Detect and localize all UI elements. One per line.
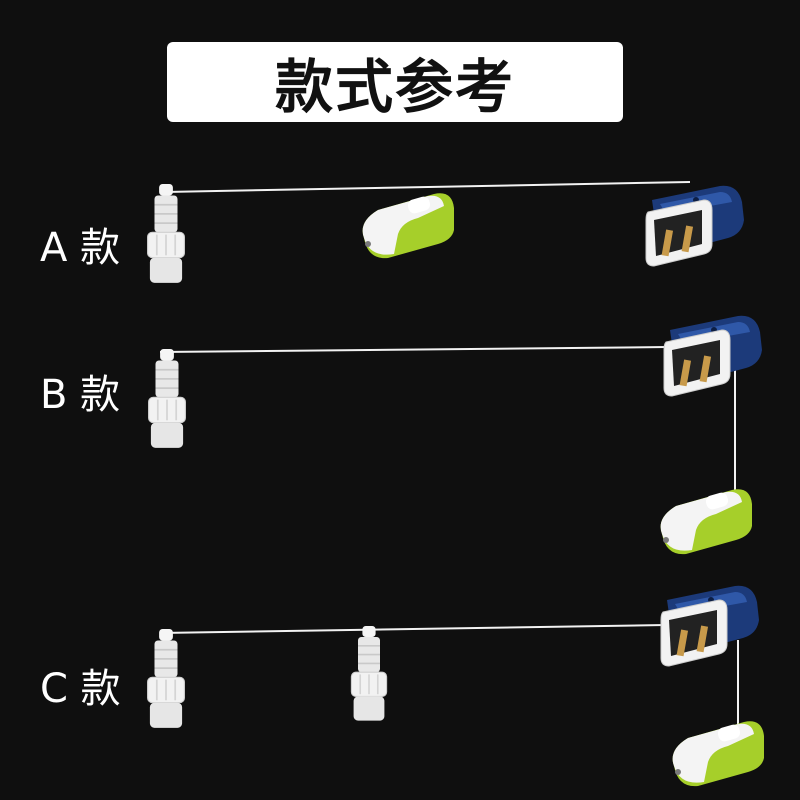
lamp-holder-icon <box>147 348 187 449</box>
lamp-holder-icon <box>350 625 388 722</box>
plug-icon <box>660 585 760 667</box>
row-label-b: B 款 <box>40 372 121 418</box>
switch-icon <box>362 193 454 259</box>
row-label-c: C 款 <box>40 666 121 712</box>
wire <box>159 181 739 730</box>
title-banner: 款式参考 <box>167 42 623 122</box>
switch-icon <box>672 721 764 787</box>
plug-icon <box>645 185 745 267</box>
plug-icon <box>663 315 763 397</box>
page-title: 款式参考 <box>274 53 515 121</box>
lamp-holder-icon <box>146 628 186 729</box>
row-label-a: A 款 <box>40 225 121 271</box>
lamp-holder-icon <box>146 183 186 284</box>
switch-icon <box>660 489 752 555</box>
